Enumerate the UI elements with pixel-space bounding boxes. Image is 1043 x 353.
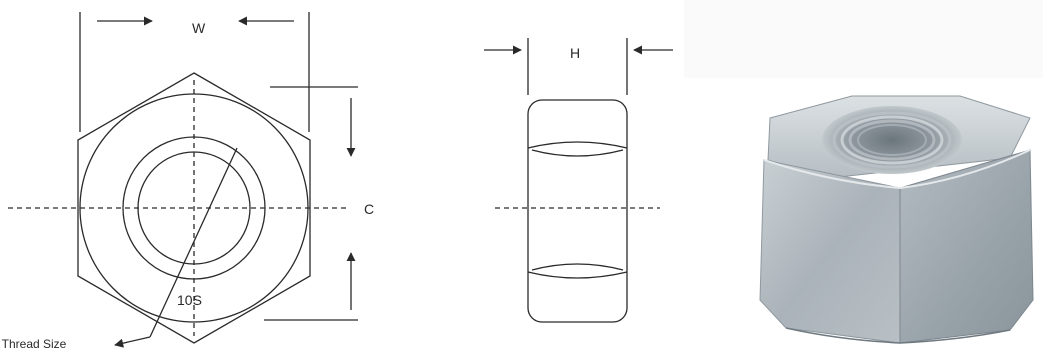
side-body <box>527 99 628 323</box>
thread-size-arrow <box>114 336 151 348</box>
hex-outline <box>77 72 311 344</box>
side-facet-bottom <box>527 271 628 279</box>
thread-size-leader <box>149 147 238 338</box>
hex-nut-photo <box>684 0 1043 344</box>
bolt-size-label: 10S <box>177 292 202 308</box>
side-facet-top-inner <box>531 149 624 157</box>
side-facet-top <box>527 141 628 149</box>
nut-left-flat <box>759 159 901 344</box>
thread-size-label: Thread Size <box>2 337 67 351</box>
height-label: H <box>570 45 580 61</box>
corners-label: C <box>364 201 374 217</box>
side-view <box>484 38 673 323</box>
nut-right-flat <box>899 149 1034 344</box>
side-facet-bottom-inner <box>531 263 624 271</box>
front-view <box>8 12 358 348</box>
width-label: W <box>192 20 206 36</box>
